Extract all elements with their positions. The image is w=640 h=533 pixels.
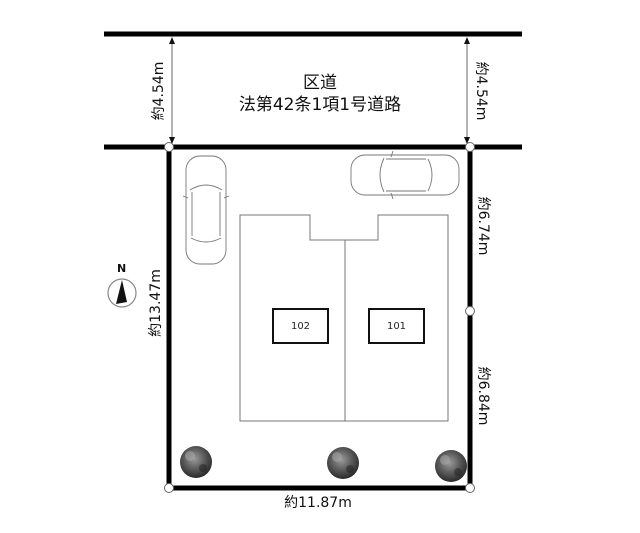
north-label: N — [117, 262, 127, 275]
site-left-dimension: 約13.47m — [148, 269, 164, 337]
site-bottom-dimension: 約11.87m — [284, 495, 352, 511]
tree-icon — [435, 450, 467, 482]
tree-icon — [180, 446, 212, 478]
road-width-dimension-left — [169, 37, 175, 144]
unit-label: 102 — [290, 320, 311, 332]
car-icon — [350, 150, 460, 200]
road-width-dimension-right — [464, 37, 470, 144]
road-classification: 法第42条1項1号道路 — [238, 95, 402, 115]
unit-102: 102 — [272, 308, 329, 344]
unit-101: 101 — [368, 308, 425, 344]
car-icon — [182, 155, 230, 265]
road-label: 区道 法第42条1項1号道路 — [170, 72, 470, 116]
unit-label: 101 — [386, 320, 407, 332]
site-right-upper-dimension: 約6.74m — [475, 196, 491, 256]
building-footprint — [239, 214, 449, 422]
road-name: 区道 — [303, 73, 337, 93]
north-arrow-icon — [107, 278, 137, 308]
boundary-markers — [164, 142, 475, 493]
tree-icon — [327, 447, 359, 479]
site-right-lower-dimension: 約6.84m — [475, 366, 491, 426]
road-width-label-right: 約4.54m — [473, 61, 489, 121]
site-boundary — [166, 147, 473, 491]
road-width-label-left: 約4.54m — [151, 61, 167, 121]
